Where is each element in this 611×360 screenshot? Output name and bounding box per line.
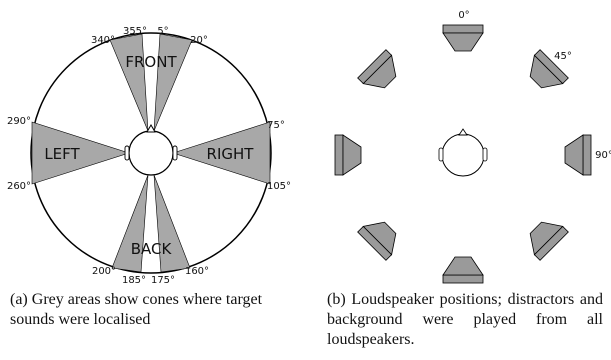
figure: FRONT LEFT RIGHT BACK 355° 5° 340° 20° 2…: [7, 10, 611, 286]
angle-label-260: 260°: [7, 181, 31, 192]
speaker-angle-0: 0°: [458, 10, 469, 21]
cone-left: [31, 121, 130, 185]
head: [128, 130, 174, 176]
head-b-ear-right: [482, 147, 488, 162]
loudspeaker-0: [442, 24, 484, 52]
angle-label-200: 200°: [92, 266, 116, 277]
loudspeaker-135: [521, 213, 569, 261]
loudspeaker-225: [357, 213, 405, 261]
loudspeaker-180: [442, 256, 484, 284]
angle-label-185: 185°: [122, 275, 146, 286]
speaker-angle-45: 45°: [554, 51, 572, 62]
loudspeaker-270: [334, 134, 362, 176]
angle-label-340: 340°: [91, 35, 115, 46]
cone-front-right: [153, 33, 193, 132]
angle-label-75: 75°: [267, 120, 285, 131]
zone-label-right: RIGHT: [207, 145, 255, 163]
loudspeaker-90: [564, 134, 592, 176]
zone-label-left: LEFT: [44, 145, 80, 163]
angle-label-175: 175°: [151, 275, 175, 286]
panel-a-diagram: FRONT LEFT RIGHT BACK 355° 5° 340° 20° 2…: [7, 26, 291, 286]
angle-label-160: 160°: [185, 266, 209, 277]
loudspeaker-315: [357, 49, 405, 97]
angle-label-5: 5°: [157, 26, 168, 37]
caption-a: (a) Grey areas show cones where target s…: [10, 291, 263, 328]
head-b-ear-left: [438, 147, 444, 162]
head-ear-right: [172, 145, 178, 161]
cone-front-left: [109, 33, 149, 132]
cone-right: [172, 121, 271, 185]
angle-label-355: 355°: [123, 26, 147, 37]
panel-b-diagram: 0° 45° 90°: [334, 10, 611, 284]
zone-label-back: BACK: [131, 240, 173, 258]
caption-b: (b) Loudspeaker positions; distractors a…: [327, 291, 603, 348]
cone-back-right: [153, 174, 191, 273]
head-nose: [146, 123, 156, 133]
head-ear-left: [124, 145, 130, 161]
head-b-nose: [458, 128, 468, 136]
speaker-angle-90: 90°: [595, 150, 611, 161]
head-b: [441, 133, 485, 177]
angle-label-20: 20°: [190, 35, 208, 46]
angle-label-105: 105°: [267, 181, 291, 192]
zone-label-front: FRONT: [125, 53, 177, 71]
cone-back-left: [111, 174, 149, 273]
angle-label-290: 290°: [7, 116, 31, 127]
